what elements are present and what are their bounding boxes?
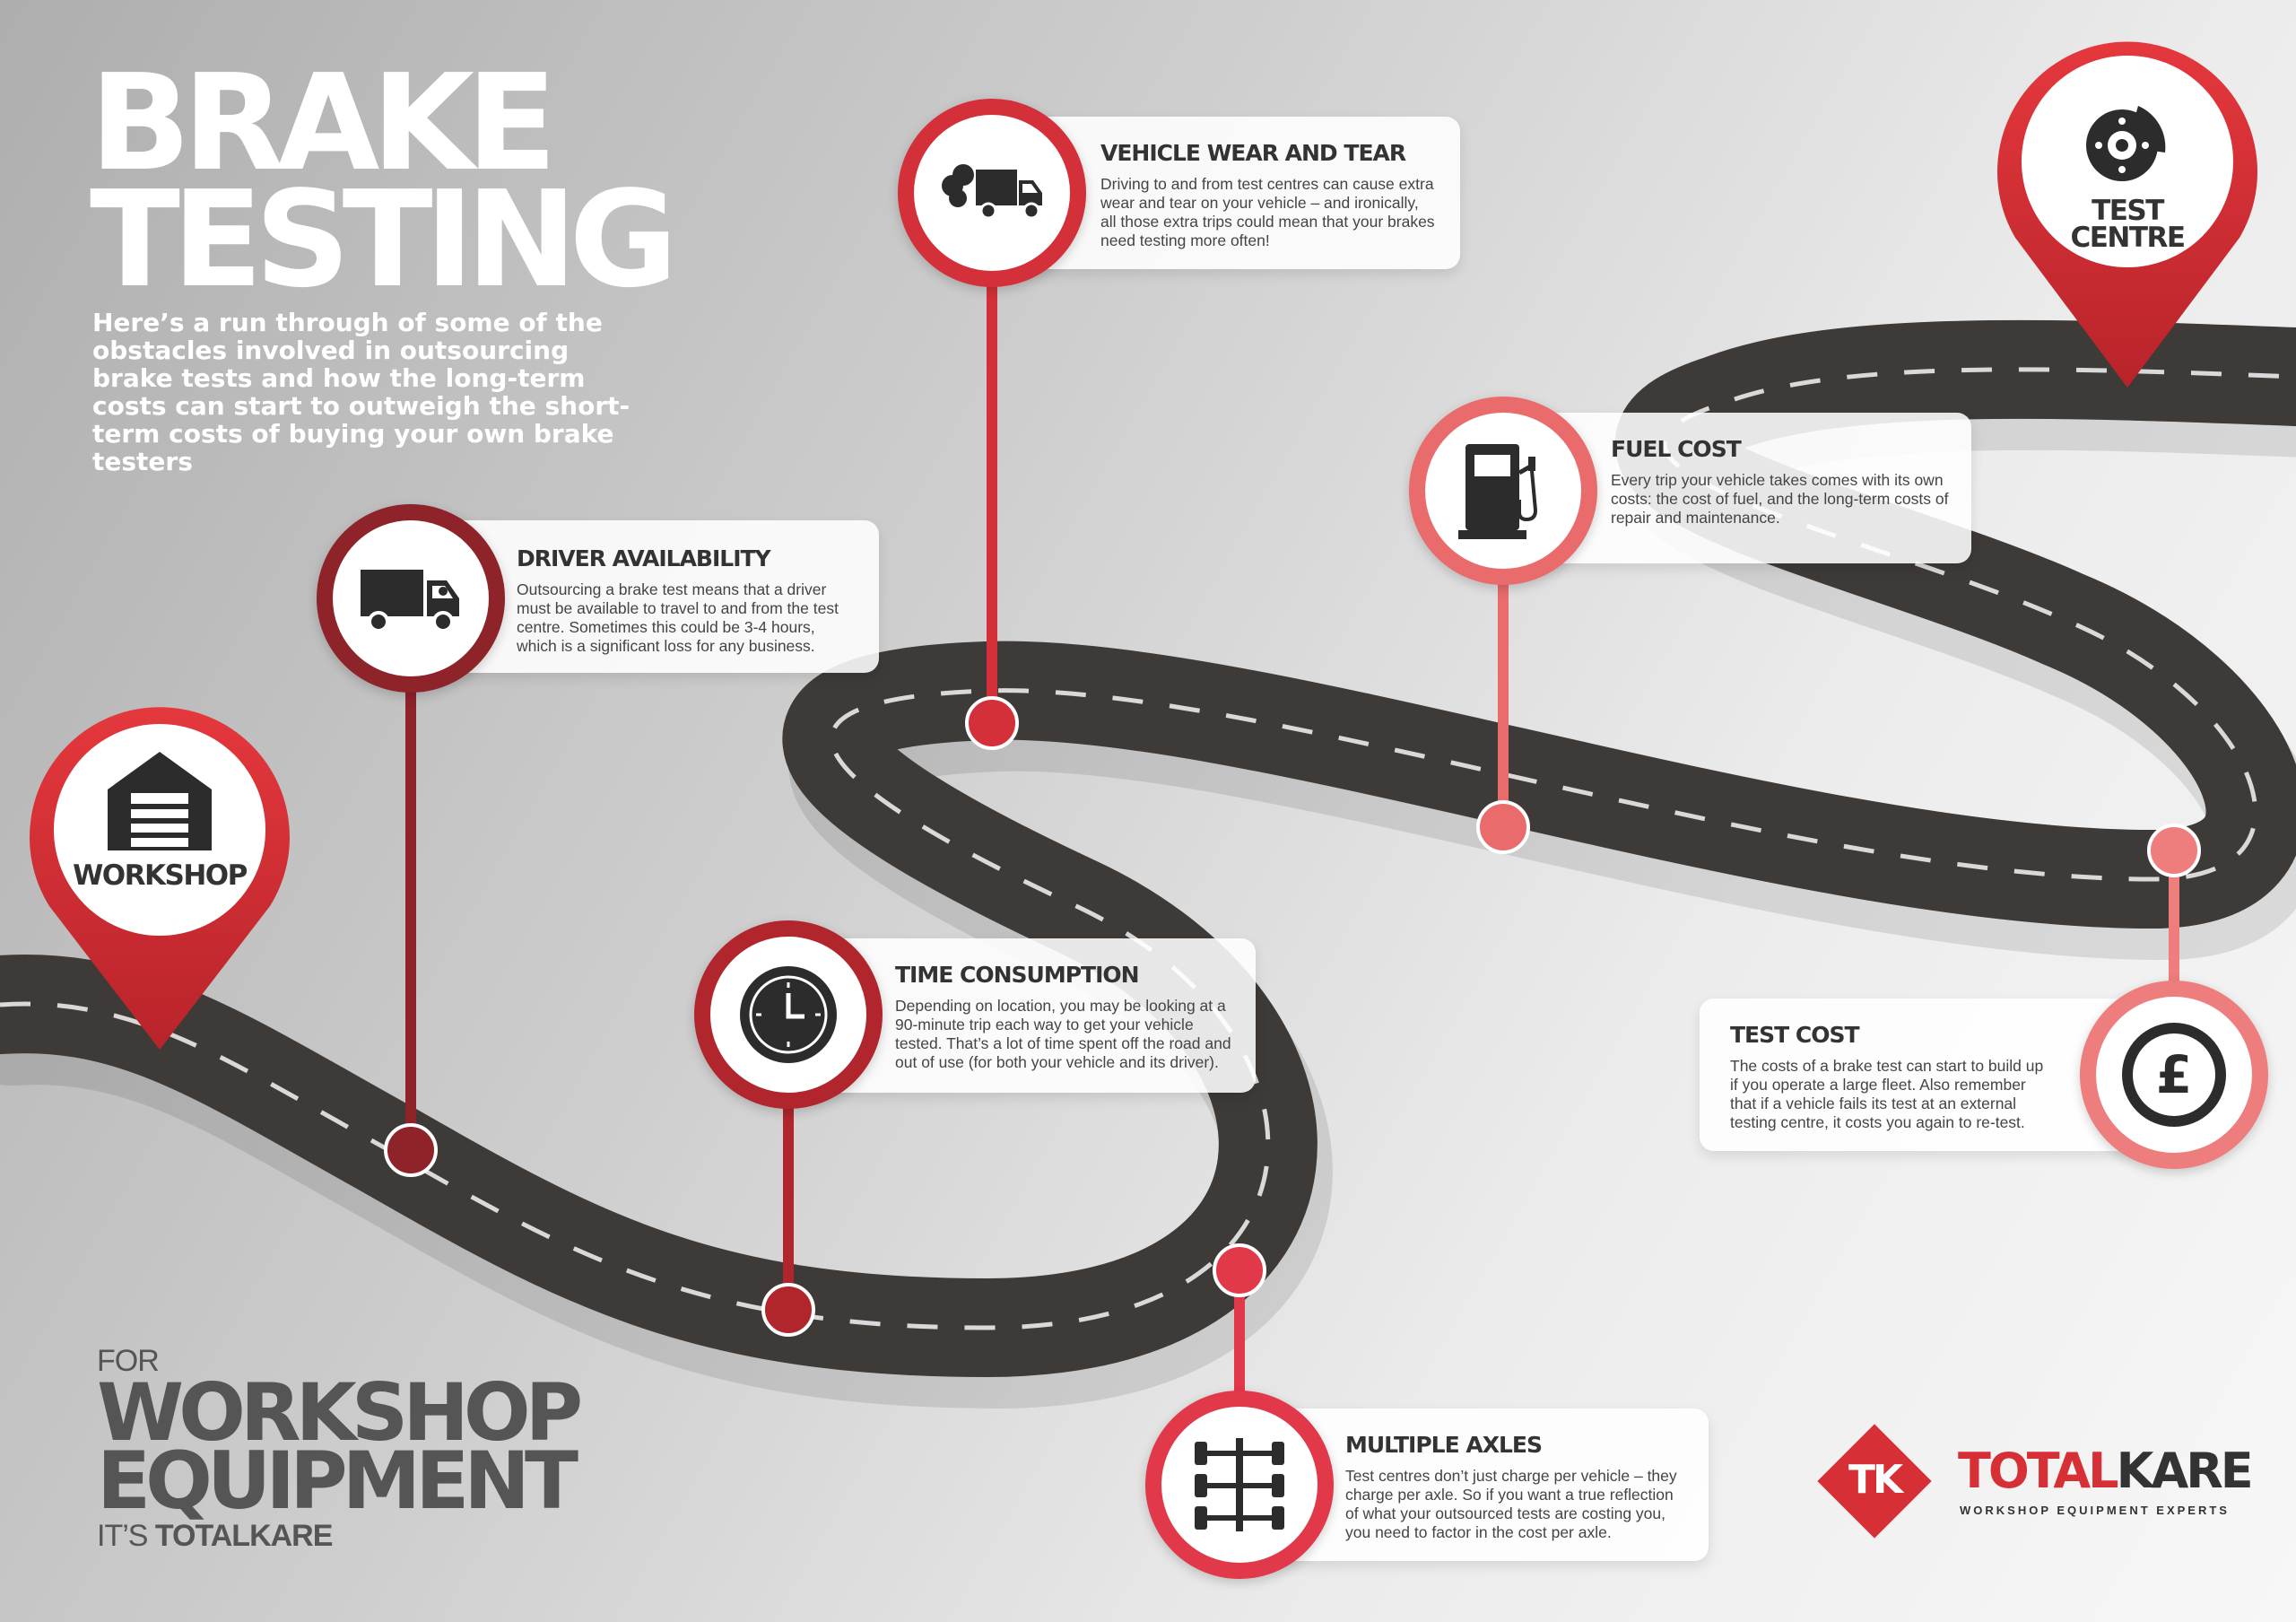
footer-line-4: IT’S TOTALKARE (97, 1519, 578, 1554)
title-line-1: BRAKE (90, 46, 557, 200)
footer-line-3: EQUIPMENT (97, 1435, 578, 1527)
logo-wordmark: TOTALKARE (1958, 1443, 2254, 1499)
road-marker (384, 1123, 438, 1177)
step-title: DRIVER AVAILABILITY (517, 545, 771, 571)
step-badge (694, 920, 883, 1109)
logo-tagline: WORKSHOP EQUIPMENT EXPERTS (1960, 1504, 2230, 1517)
step-stem (2169, 861, 2179, 996)
step-stem (987, 260, 997, 718)
truck-exhaust-icon (942, 164, 1042, 220)
road-marker (1213, 1243, 1266, 1297)
step-card-test-cost: TEST COST The costs of a brake test can … (1700, 998, 2170, 1151)
logo-word-total: TOTAL (1958, 1443, 2119, 1499)
test-centre-label-line-1: TEST (2092, 195, 2164, 227)
footer-line-2: WORKSHOP (97, 1366, 583, 1459)
footer-tagline: FOR WORKSHOP EQUIPMENT IT’S TOTALKARE (97, 1344, 583, 1554)
pound-coin-icon: £ (2122, 1023, 2226, 1127)
footer-prefix: IT’S (97, 1519, 155, 1553)
step-badge (1145, 1391, 1334, 1579)
road-marker (761, 1283, 815, 1337)
test-centre-pin (1996, 41, 2257, 388)
step-badge (898, 99, 1086, 287)
step-badge: £ (2080, 981, 2268, 1169)
step-description: Test centres don’t just charge per vehic… (1345, 1467, 1677, 1541)
delivery-truck-icon (361, 570, 459, 632)
totalkare-logo: TK TOTALKARE WORKSHOP EQUIPMENT EXPERTS (1817, 1424, 2274, 1539)
footer-brand: TOTALKARE (154, 1519, 334, 1553)
step-description: Depending on location, you may be lookin… (895, 997, 1231, 1071)
clock-icon (740, 966, 837, 1063)
test-centre-pin-label: TEST CENTRE (2047, 195, 2208, 254)
fuel-pump-icon (1458, 444, 1538, 539)
garage-icon (108, 752, 212, 850)
step-title: TIME CONSUMPTION (895, 962, 1140, 988)
test-centre-label-line-2: CENTRE (2070, 222, 2186, 254)
page-title: BRAKE TESTING (90, 46, 678, 317)
step-description: The costs of a brake test can start to b… (1730, 1057, 2044, 1131)
workshop-pin (30, 707, 291, 1050)
road-marker (965, 696, 1019, 750)
step-description: Outsourcing a brake test means that a dr… (517, 580, 839, 655)
intro-text: Here’s a run through of some of the obst… (92, 308, 631, 476)
step-stem (1498, 556, 1509, 825)
workshop-pin-label: WORKSHOP (73, 859, 248, 892)
step-title: FUEL COST (1611, 436, 1742, 462)
svg-text:£: £ (2156, 1044, 2192, 1105)
step-title: VEHICLE WEAR AND TEAR (1100, 140, 1406, 166)
road-marker (2147, 824, 2201, 877)
axle-chassis-icon (1195, 1438, 1284, 1531)
brake-disc-icon (2086, 106, 2166, 181)
logo-mark: TK (1848, 1457, 1903, 1503)
step-badge (317, 504, 505, 693)
title-line-2: TESTING (90, 162, 678, 317)
footer-line-1: FOR (97, 1344, 160, 1378)
step-card-multiple-axles: MULTIPLE AXLES Test centres don’t just c… (1256, 1408, 1709, 1561)
step-description: Every trip your vehicle takes comes with… (1611, 471, 1949, 527)
step-badge (1409, 397, 1597, 585)
logo-word-kare: KARE (2116, 1443, 2254, 1499)
step-title: MULTIPLE AXLES (1345, 1432, 1543, 1458)
step-description: Driving to and from test centres can cau… (1100, 175, 1435, 249)
step-stem (783, 1086, 794, 1315)
road-marker (1476, 800, 1530, 854)
step-stem (405, 664, 416, 1148)
step-stem (1234, 1265, 1245, 1426)
step-title: TEST COST (1730, 1022, 1860, 1048)
